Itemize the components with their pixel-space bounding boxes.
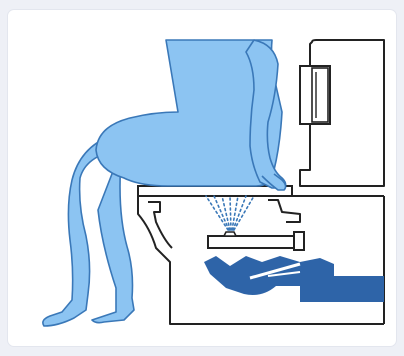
bidet-nozzle (208, 232, 304, 250)
illustration-panel (8, 10, 396, 346)
bidet-diagram (8, 10, 396, 346)
control-panel (300, 66, 330, 124)
toilet-seat (138, 186, 384, 196)
water-spray (206, 196, 254, 230)
bowl-water (204, 256, 384, 302)
toilet-bowl (138, 196, 384, 324)
